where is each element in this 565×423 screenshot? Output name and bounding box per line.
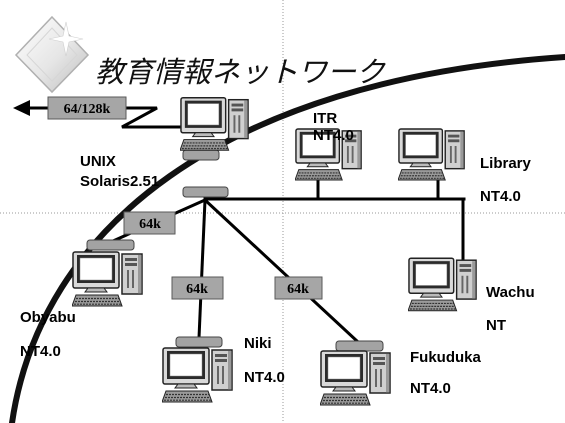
wachu-os-label: NT — [486, 317, 506, 334]
library-computer-icon — [398, 128, 465, 181]
wan-speed-label: 64/128k — [64, 102, 111, 117]
niki-router — [175, 336, 223, 348]
obyabu-computer-icon — [72, 251, 143, 307]
fukuduka-router — [335, 340, 384, 352]
fukuduka-speed-label: 64k — [287, 282, 309, 297]
itr-os-label: NT4.0 — [313, 127, 354, 144]
page-title: 教育情報ネットワーク — [95, 55, 386, 89]
niki-computer-icon — [162, 347, 233, 403]
wachu-computer-icon — [408, 257, 477, 312]
fukuduka-name-label: Fukuduka — [410, 349, 481, 366]
niki-speed-box — [171, 276, 224, 300]
network-hub — [182, 186, 229, 198]
obyabu-name-label: Obyabu — [20, 309, 76, 326]
fukuduka-speed-box — [274, 276, 323, 300]
unix-name-label: UNIX — [80, 153, 116, 170]
niki-os-label: NT4.0 — [244, 369, 285, 386]
obyabu-router — [86, 239, 135, 251]
arrow-left-icon — [13, 100, 30, 116]
obyabu-speed-label: 64k — [139, 217, 161, 232]
library-os-label: NT4.0 — [480, 188, 521, 205]
fukuduka-computer-icon — [320, 350, 391, 406]
unix-network-card — [182, 149, 220, 161]
itr-name-label: ITR — [313, 110, 337, 127]
fukuduka-os-label: NT4.0 — [410, 380, 451, 397]
wachu-name-label: Wachu — [486, 284, 535, 301]
niki-name-label: Niki — [244, 335, 272, 352]
obyabu-speed-box — [123, 211, 176, 235]
niki-link-line — [197, 198, 207, 340]
decorative-arc — [9, 54, 565, 423]
wan-speed-box — [47, 96, 127, 120]
unix-os-label: Solaris2.51 — [80, 173, 159, 190]
unix-computer-icon — [180, 97, 249, 151]
obyabu-os-label: NT4.0 — [20, 343, 61, 360]
niki-speed-label: 64k — [186, 282, 208, 297]
library-name-label: Library — [480, 155, 532, 172]
fukuduka-link-line — [202, 197, 361, 345]
diamond-sparkle-logo — [14, 15, 90, 94]
